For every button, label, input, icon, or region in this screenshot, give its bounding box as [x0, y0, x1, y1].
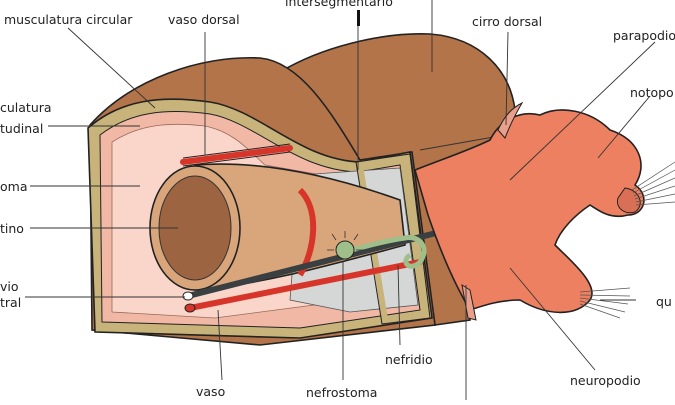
label-nephrostome: nefrostoma — [306, 385, 377, 400]
ventral-vessel-cut — [182, 291, 194, 301]
notopodium-lobe — [616, 187, 641, 214]
neuropodial-chaetae — [579, 287, 631, 319]
label-neuropodium: neuropodio — [570, 373, 641, 388]
intersegmental-marker — [357, 10, 360, 26]
notopodial-chaetae — [631, 161, 675, 206]
label-vessel: vaso — [196, 384, 225, 399]
leader-lines — [25, 0, 656, 400]
ventral-vessel — [187, 259, 423, 311]
ventral-nerve-cord — [185, 229, 443, 299]
ventral-vessel-cut-2 — [184, 303, 196, 313]
label-dorsal-cirrus: cirro dorsal — [472, 14, 542, 29]
label-parapodium: parapodio — [613, 28, 675, 43]
label-dorsal-vessel: vaso dorsal — [168, 12, 240, 27]
nephridium-tubule — [351, 235, 427, 269]
label-ventral-2: tral — [0, 295, 21, 310]
label-longitudinal-muscle-1: culatura — [0, 100, 52, 115]
label-notopodium: notopo — [630, 85, 674, 100]
nephrostome-cilia — [327, 231, 363, 251]
parapodium — [414, 109, 645, 314]
dorsal-cirrus — [497, 101, 524, 139]
label-coelom: oma — [0, 179, 27, 194]
nephrostome-funnel — [335, 240, 355, 260]
label-chaetae: qu — [656, 294, 672, 309]
label-circular-muscle: musculatura circular — [4, 12, 133, 27]
label-intestine: tino — [0, 221, 24, 236]
dorsal-vessel — [180, 145, 293, 165]
label-ventral-1: vio — [0, 279, 19, 294]
dorsal-vessel-outline — [182, 143, 291, 167]
label-longitudinal-muscle-2: tudinal — [0, 121, 43, 136]
label-intersegmental: intersegmentario — [285, 0, 393, 9]
label-nephridium: nefridio — [385, 352, 433, 367]
